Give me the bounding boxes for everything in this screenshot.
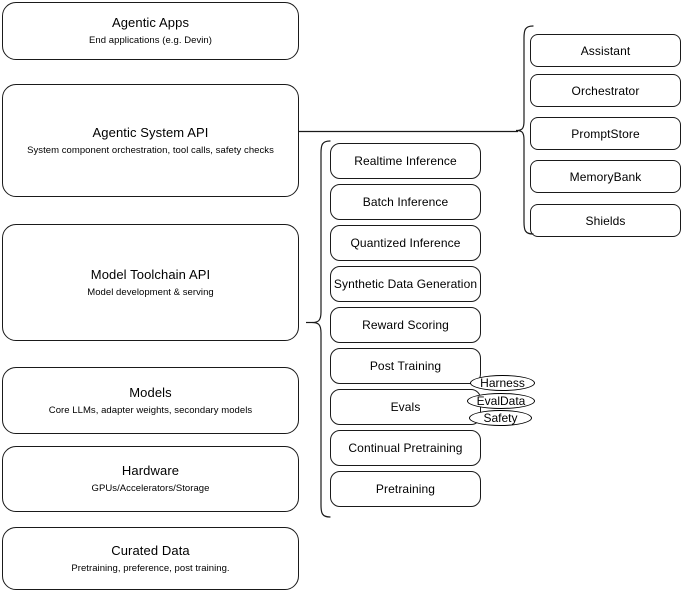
toolchain-label: Pretraining xyxy=(375,482,436,496)
toolchain-box-synthetic-data-generation[interactable]: Synthetic Data Generation xyxy=(330,266,481,302)
layer-box-model-toolchain-api[interactable]: Model Toolchain API Model development & … xyxy=(2,224,299,341)
toolchain-label: Realtime Inference xyxy=(354,154,457,168)
toolchain-box-reward-scoring[interactable]: Reward Scoring xyxy=(330,307,481,343)
toolchain-label: Synthetic Data Generation xyxy=(333,277,478,291)
evals-pill-evaldata[interactable]: EvalData xyxy=(467,393,535,409)
toolchain-label: Evals xyxy=(390,400,421,414)
layer-box-hardware[interactable]: Hardware GPUs/Accelerators/Storage xyxy=(2,446,299,512)
layer-subtitle: Pretraining, preference, post training. xyxy=(71,562,230,574)
evals-pill-label: Safety xyxy=(483,411,518,425)
layer-subtitle: GPUs/Accelerators/Storage xyxy=(91,483,210,494)
toolchain-box-batch-inference[interactable]: Batch Inference xyxy=(330,184,481,220)
agentic-component-label: Orchestrator xyxy=(571,83,640,98)
evals-pill-label: Harness xyxy=(480,376,525,390)
layer-box-curated-data[interactable]: Curated Data Pretraining, preference, po… xyxy=(2,527,299,590)
agentic-component-box-shields[interactable]: Shields xyxy=(530,204,681,237)
toolchain-box-continual-pretraining[interactable]: Continual Pretraining xyxy=(330,430,481,466)
brace-model-toolchain xyxy=(306,140,331,518)
toolchain-box-quantized-inference[interactable]: Quantized Inference xyxy=(330,225,481,261)
agentic-component-box-orchestrator[interactable]: Orchestrator xyxy=(530,74,681,107)
toolchain-box-evals[interactable]: Evals xyxy=(330,389,481,425)
agentic-component-box-assistant[interactable]: Assistant xyxy=(530,34,681,67)
layer-box-agentic-apps[interactable]: Agentic Apps End applications (e.g. Devi… xyxy=(2,2,299,60)
layer-title: Models xyxy=(129,384,172,400)
layer-title: Agentic Apps xyxy=(111,15,190,30)
layer-subtitle: Core LLMs, adapter weights, secondary mo… xyxy=(48,404,253,416)
agentic-component-box-promptstore[interactable]: PromptStore xyxy=(530,117,681,150)
brace-agentic-system xyxy=(515,25,534,235)
agentic-component-label: Shields xyxy=(585,213,626,228)
layer-box-models[interactable]: Models Core LLMs, adapter weights, secon… xyxy=(2,367,299,434)
layer-title: Model Toolchain API xyxy=(90,266,211,282)
connector-agentic-system-api xyxy=(298,130,518,133)
agentic-component-label: PromptStore xyxy=(571,126,640,141)
toolchain-box-pretraining[interactable]: Pretraining xyxy=(330,471,481,507)
layer-title: Agentic System API xyxy=(92,124,209,140)
toolchain-box-realtime-inference[interactable]: Realtime Inference xyxy=(330,143,481,179)
evals-pill-safety[interactable]: Safety xyxy=(469,410,532,426)
agentic-component-label: MemoryBank xyxy=(569,169,642,184)
evals-pill-label: EvalData xyxy=(476,394,526,408)
layer-subtitle: End applications (e.g. Devin) xyxy=(89,35,212,46)
toolchain-box-post-training[interactable]: Post Training xyxy=(330,348,481,384)
agentic-component-label: Assistant xyxy=(580,43,631,58)
evals-pill-harness[interactable]: Harness xyxy=(470,375,535,391)
toolchain-label: Continual Pretraining xyxy=(348,441,463,455)
layer-subtitle: Model development & serving xyxy=(87,286,214,298)
layer-title: Hardware xyxy=(121,463,180,478)
toolchain-label: Post Training xyxy=(369,359,442,373)
layer-title: Curated Data xyxy=(111,542,190,558)
agentic-component-box-memorybank[interactable]: MemoryBank xyxy=(530,160,681,193)
layer-subtitle: System component orchestration, tool cal… xyxy=(27,144,274,156)
toolchain-label: Quantized Inference xyxy=(350,236,461,250)
layer-box-agentic-system-api[interactable]: Agentic System API System component orch… xyxy=(2,84,299,197)
toolchain-label: Reward Scoring xyxy=(362,318,449,332)
toolchain-label: Batch Inference xyxy=(362,195,449,209)
